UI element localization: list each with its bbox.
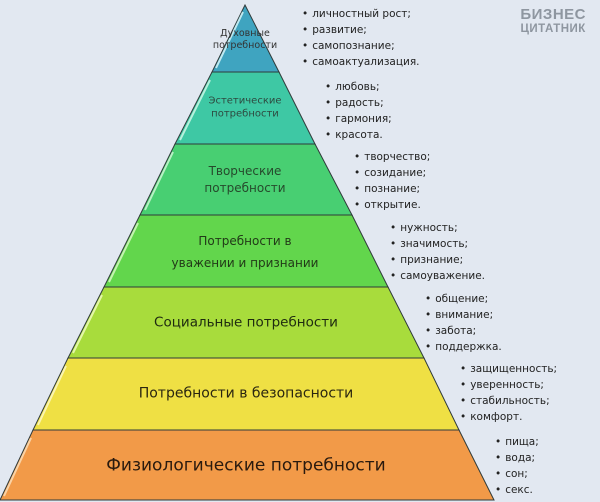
label-line: Духовные <box>220 28 270 40</box>
label-line: уважении и признании <box>171 256 319 270</box>
layer-highlight <box>215 11 244 69</box>
list-item: самопознание; <box>302 38 419 54</box>
layer-highlight <box>179 79 211 141</box>
layer-label-creative: Творческие потребности <box>204 163 285 197</box>
list-item: нужность; <box>390 220 485 236</box>
list-item: любовь; <box>325 79 392 95</box>
label-line: потребности <box>212 40 278 51</box>
list-item: значимость; <box>390 236 485 252</box>
pyramid-layer-physiological <box>0 429 495 501</box>
bullet-list-social: общение; внимание; забота; поддержка. <box>425 291 502 355</box>
layer-highlight <box>37 365 67 426</box>
bullet-list-spiritual: личностный рост; развитие; самопознание;… <box>302 6 419 70</box>
list-item: вода; <box>495 450 539 466</box>
label-line: Творческие <box>208 164 282 178</box>
layer-label-safety: Потребности в безопасности <box>139 385 354 403</box>
label-line: Потребности в <box>198 234 292 248</box>
list-item: секс. <box>495 482 539 498</box>
bullet-list-physiological: пища; вода; сон; секс. <box>495 434 539 498</box>
label-line: потребности <box>204 181 286 195</box>
layer-label-physiological: Физиологические потребности <box>106 455 385 476</box>
bullet-list-esteem: нужность; значимость; признание; самоува… <box>390 220 485 284</box>
watermark-line1: БИЗНЕС <box>520 6 586 23</box>
list-item: уверенность; <box>460 377 557 393</box>
list-item: комфорт. <box>460 409 557 425</box>
list-item: признание; <box>390 252 485 268</box>
list-item: поддержка. <box>425 339 502 355</box>
label-line: Эстетические <box>208 95 282 107</box>
label-line: Потребности в безопасности <box>138 385 354 402</box>
layer-label-spiritual: Духовные потребности <box>213 28 277 52</box>
list-item: сон; <box>495 466 539 482</box>
list-item: забота; <box>425 323 502 339</box>
list-item: развитие; <box>302 22 419 38</box>
bullet-list-safety: защищенность; уверенность; стабильность;… <box>460 361 557 425</box>
layer-highlight <box>108 222 139 283</box>
watermark-line2: ЦИТАТНИК <box>520 23 586 35</box>
list-item: пища; <box>495 434 539 450</box>
label-line: Физиологические потребности <box>106 455 386 476</box>
layer-label-esteem: Потребности в уважении и признании <box>172 230 319 274</box>
list-item: защищенность; <box>460 361 557 377</box>
label-line: потребности <box>211 108 279 119</box>
layer-label-aesthetic: Эстетические потребности <box>208 96 281 121</box>
label-line: Социальные потребности <box>154 314 338 331</box>
list-item: красота. <box>325 127 392 143</box>
list-item: гармония; <box>325 111 392 127</box>
watermark-logo: БИЗНЕС ЦИТАТНИК <box>520 6 586 36</box>
list-item: самоактуализация. <box>302 54 419 70</box>
list-item: личностный рост; <box>302 6 419 22</box>
list-item: творчество; <box>354 149 430 165</box>
bullet-list-creative: творчество; созидание; познание; открыти… <box>354 149 430 213</box>
list-item: внимание; <box>425 307 502 323</box>
list-item: общение; <box>425 291 502 307</box>
layer-highlight <box>3 437 32 497</box>
list-item: радость; <box>325 95 392 111</box>
list-item: познание; <box>354 181 430 197</box>
list-item: самоуважение. <box>390 268 485 284</box>
list-item: стабильность; <box>460 393 557 409</box>
bullet-list-aesthetic: любовь; радость; гармония; красота. <box>325 79 392 143</box>
list-item: открытие. <box>354 197 430 213</box>
list-item: созидание; <box>354 165 430 181</box>
layer-highlight <box>72 294 103 354</box>
layer-label-social: Социальные потребности <box>154 315 338 332</box>
layer-highlight <box>144 151 174 211</box>
